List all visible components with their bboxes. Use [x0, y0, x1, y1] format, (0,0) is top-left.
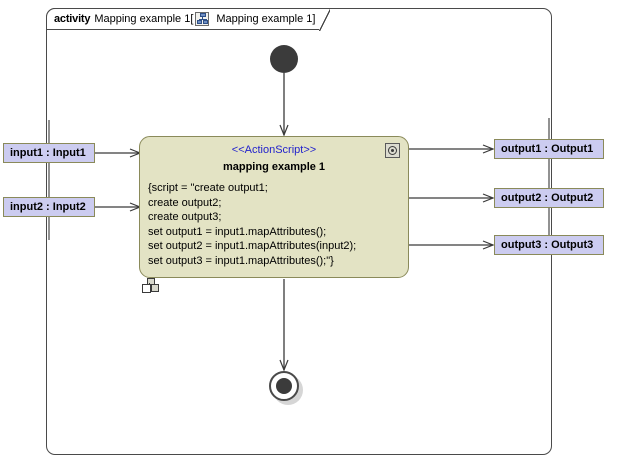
action-stereotype: <<ActionScript>> [231, 144, 317, 156]
frame-bracket-open: [ [190, 13, 194, 25]
output-pin-output1[interactable]: output1 : Output1 [494, 139, 604, 159]
output-pin-output2[interactable]: output2 : Output2 [494, 188, 604, 208]
activity-diagram-icon [195, 12, 210, 26]
frame-diagram-name: Mapping example 1 [216, 13, 313, 25]
frame-keyword: activity [54, 13, 91, 25]
frame-header[interactable]: activity Mapping example 1 [ Mapping exa… [46, 8, 331, 31]
initial-node[interactable] [270, 45, 298, 73]
input-pin-input2[interactable]: input2 : Input2 [3, 197, 95, 217]
activity-final-node[interactable] [269, 371, 299, 401]
structured-activity-icon[interactable] [142, 278, 159, 294]
output-pin-output3[interactable]: output3 : Output3 [494, 235, 604, 255]
action-node-mapping-example-1[interactable]: <<ActionScript>> mapping example 1 {scri… [139, 136, 409, 278]
frame-name: Mapping example 1 [94, 13, 191, 25]
input-pin-input1[interactable]: input1 : Input1 [3, 143, 95, 163]
frame-bracket-close: ] [312, 13, 316, 25]
action-title: mapping example 1 [222, 161, 326, 173]
action-script-body: {script = "create output1; create output… [148, 182, 357, 267]
gear-icon[interactable] [385, 143, 400, 158]
